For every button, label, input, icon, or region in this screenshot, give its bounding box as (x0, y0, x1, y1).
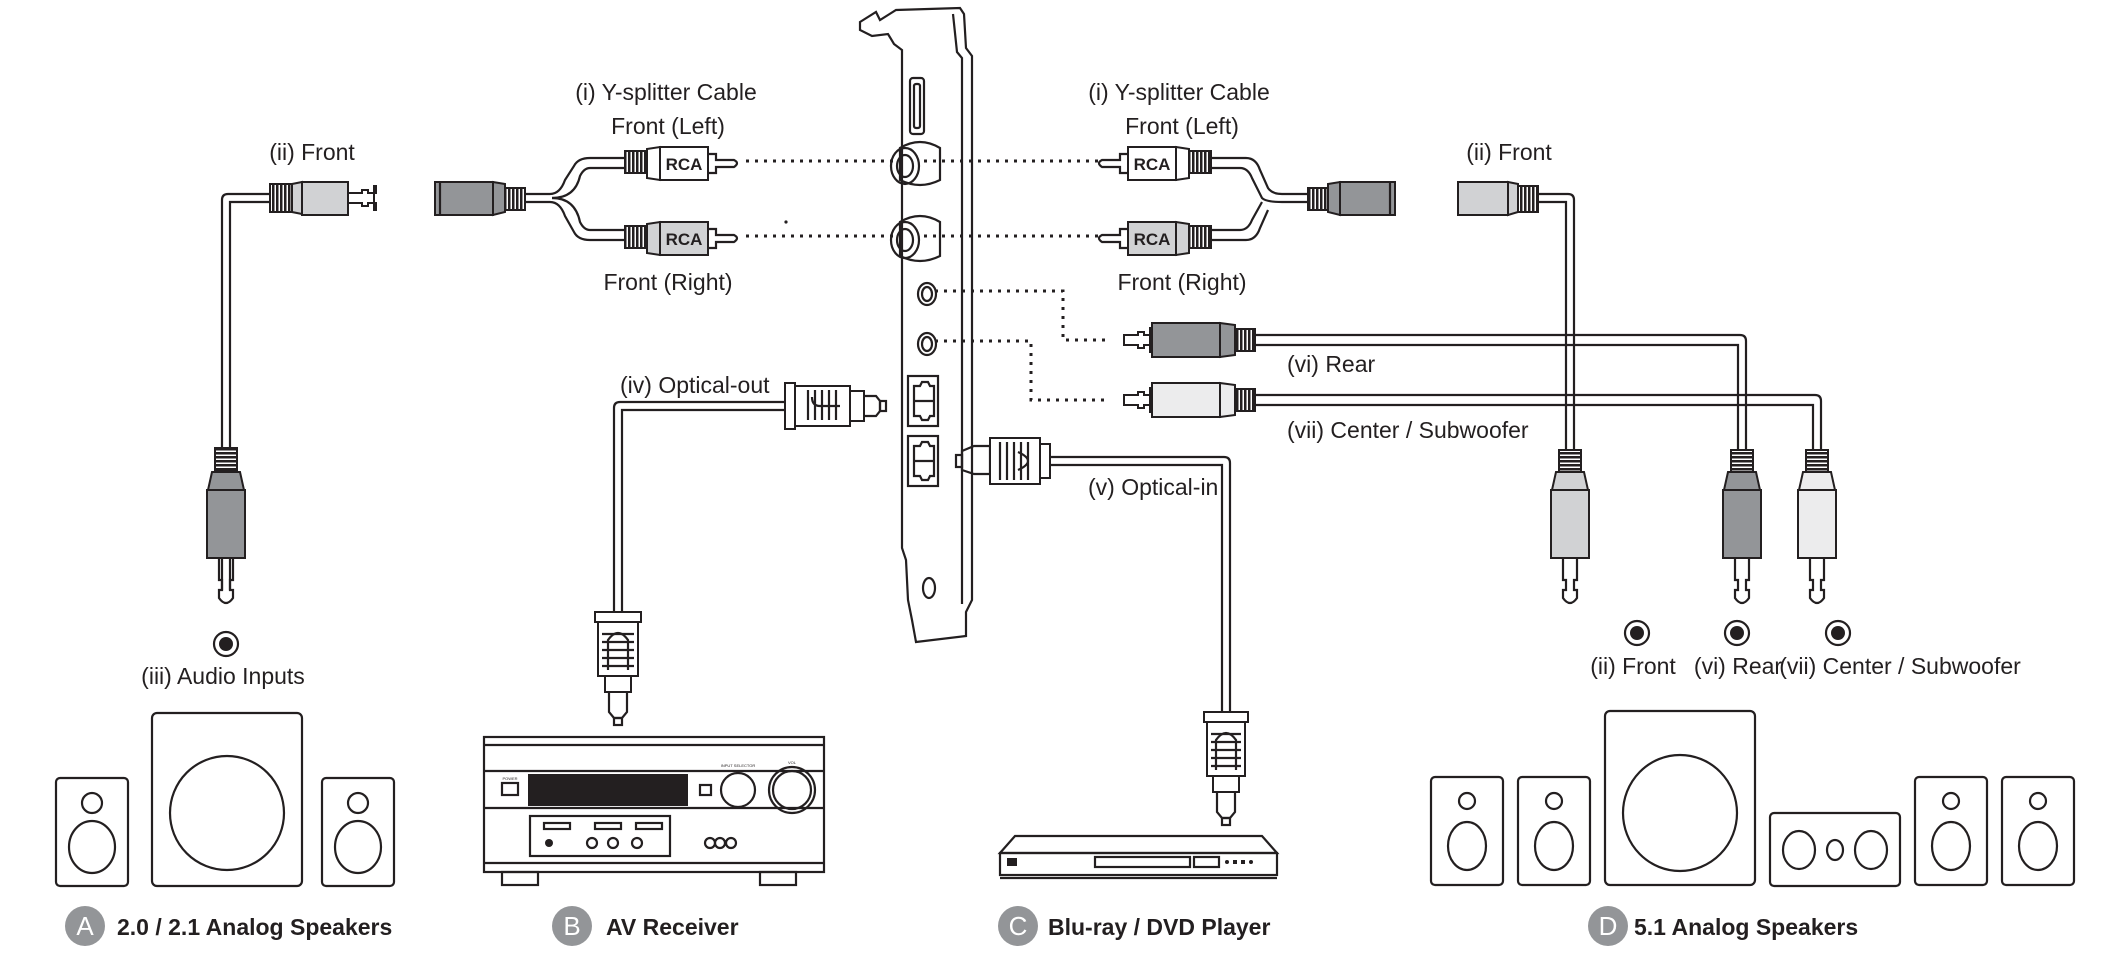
plug-rear-d (1722, 449, 1762, 605)
badge-c (998, 906, 1038, 946)
jack-center-icon (1824, 619, 1852, 647)
rca-label: RCA (666, 230, 703, 249)
caption-device-c: C Blu-ray / DVD Player (998, 906, 1270, 946)
front-left-label-2: Front (Left) (1125, 113, 1239, 139)
bluray-logo-icon (1007, 858, 1017, 866)
optical-plug-receiver (594, 611, 642, 727)
rca-jack-right-icon (889, 214, 942, 263)
front-left-label-1: Front (Left) (611, 113, 725, 139)
rca-label: RCA (666, 155, 703, 174)
y-splitter-cable-left: RCA RCA (434, 145, 739, 257)
jack-rear-icon (1723, 619, 1751, 647)
optical-in-port-icon (906, 434, 940, 488)
front-cable-a (206, 180, 377, 605)
speakers-5-1-illustration (1429, 709, 2076, 888)
y-splitter-cable-right: RCA RCA (1097, 145, 1396, 257)
badge-b (552, 906, 592, 946)
optical-out-cable (612, 382, 888, 612)
plug-center-d (1797, 449, 1837, 605)
rear-label: (vi) Rear (1287, 351, 1376, 377)
audio-input-jack-icon (212, 630, 240, 658)
audio-inputs-label: (iii) Audio Inputs (141, 663, 305, 689)
front-right-label-1: Front (Right) (603, 269, 732, 295)
y-splitter-label-right: (i) Y-splitter Cable (1088, 79, 1270, 105)
rca-jack-left-icon (889, 140, 942, 187)
svg-text:POWER: POWER (502, 776, 517, 781)
device-a-title: 2.0 / 2.1 Analog Speakers (117, 914, 392, 940)
jack-front-icon (1623, 619, 1651, 647)
signal-lines (746, 159, 1105, 402)
svg-text:A: A (76, 911, 94, 941)
device-b-title: AV Receiver (606, 914, 739, 940)
caption-device-a: A 2.0 / 2.1 Analog Speakers (65, 906, 392, 946)
bracket-screw-hole (921, 576, 937, 600)
center-sub-jack-icon (916, 331, 938, 357)
front-label-d: (ii) Front (1466, 139, 1552, 165)
bluray-player-illustration (997, 834, 1280, 880)
optical-out-label: (iv) Optical-out (620, 372, 770, 398)
badge-a (65, 906, 105, 946)
badge-d (1588, 906, 1628, 946)
optical-plug-player (1203, 711, 1249, 827)
y-splitter-label-left: (i) Y-splitter Cable (575, 79, 757, 105)
svg-text:C: C (1009, 911, 1028, 941)
center-sub-cable (1123, 381, 1823, 450)
rca-label: RCA (1134, 230, 1171, 249)
svg-text:D: D (1599, 911, 1618, 941)
rear-cable (1123, 321, 1748, 450)
hdmi-port-icon (908, 76, 926, 136)
jack-rear-label: (vi) Rear (1694, 653, 1783, 679)
caption-device-b: B AV Receiver (552, 906, 739, 946)
caption-device-d: D 5.1 Analog Speakers (1588, 906, 1858, 946)
front-right-label-2: Front (Right) (1117, 269, 1246, 295)
av-receiver-illustration: POWER INPUT SELECTOR VOL (482, 735, 826, 887)
svg-text:INPUT SELECTOR: INPUT SELECTOR (721, 763, 756, 768)
svg-text:VOL: VOL (788, 760, 797, 765)
device-c-title: Blu-ray / DVD Player (1048, 914, 1270, 940)
plug-front-d (1550, 449, 1590, 605)
jack-center-label: (vii) Center / Subwoofer (1779, 653, 2021, 679)
device-d-title: 5.1 Analog Speakers (1634, 914, 1858, 940)
rear-jack-icon (916, 281, 938, 307)
center-sub-label: (vii) Center / Subwoofer (1287, 417, 1529, 443)
optical-in-label: (v) Optical-in (1088, 474, 1218, 500)
speakers-2-1-illustration (54, 711, 396, 888)
front-cable-d (1457, 180, 1576, 450)
optical-in-cable (954, 437, 1232, 722)
front-label-a: (ii) Front (269, 139, 355, 165)
svg-text:B: B (563, 911, 580, 941)
rca-label: RCA (1134, 155, 1171, 174)
optical-out-port-icon (906, 374, 940, 428)
jack-front-label: (ii) Front (1590, 653, 1676, 679)
sound-card-bracket (858, 6, 974, 644)
